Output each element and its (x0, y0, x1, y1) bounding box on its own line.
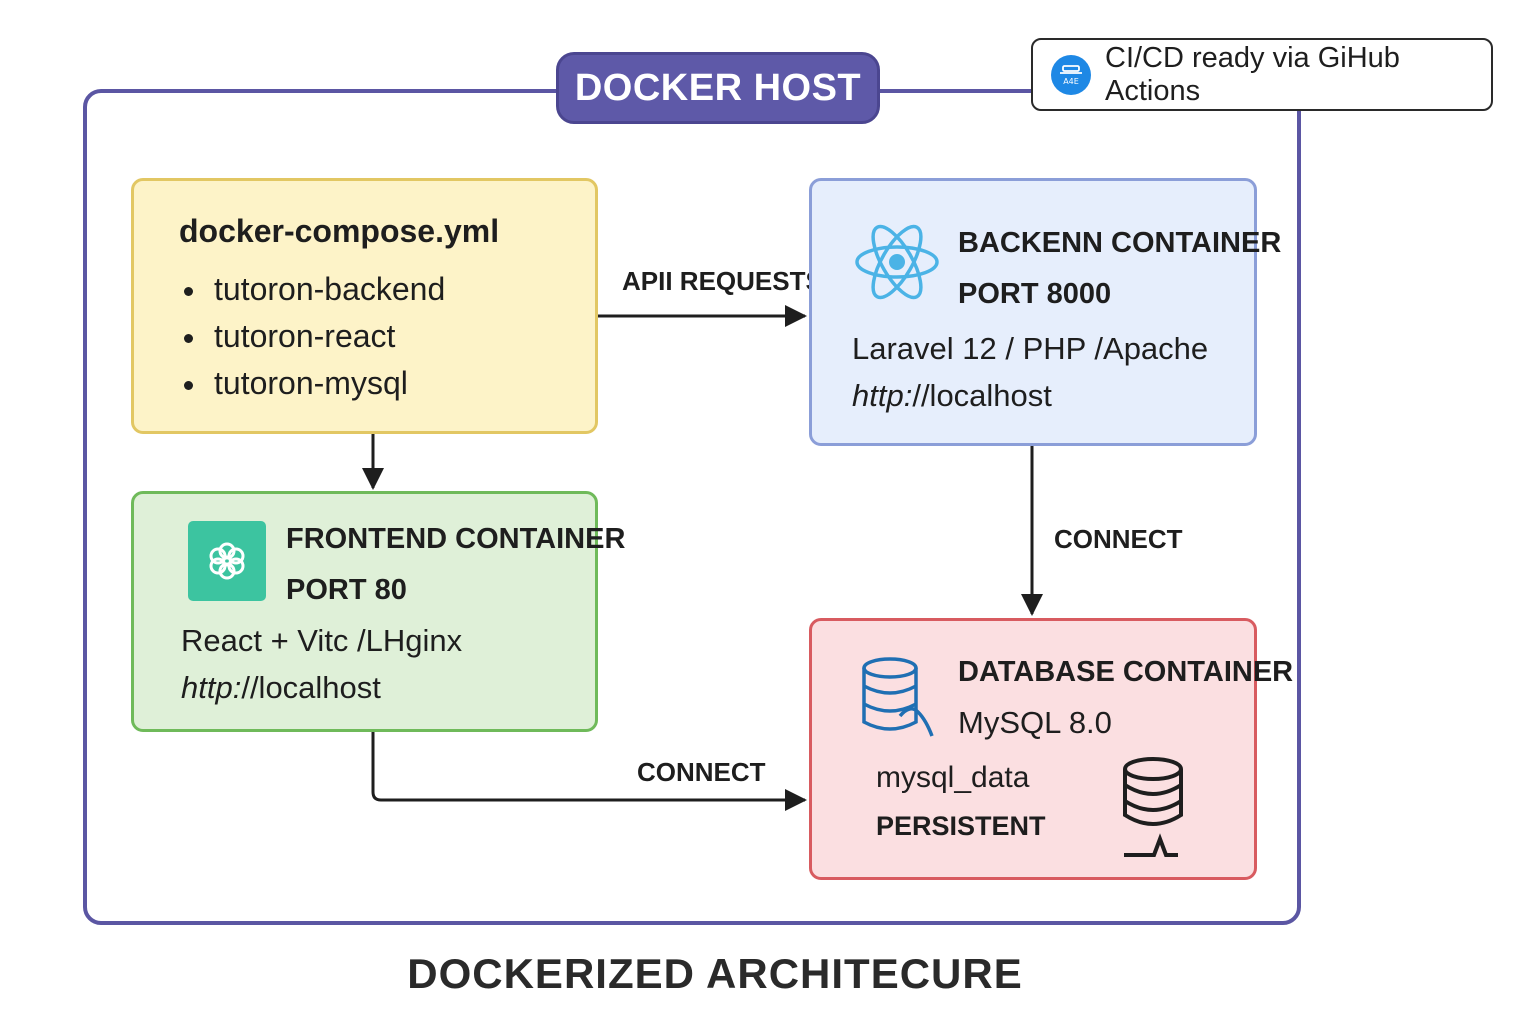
flower-icon (188, 521, 266, 601)
edge-label-connect-frontend-db: CONNECT (637, 757, 766, 787)
backend-port: PORT 8000 (958, 278, 1112, 310)
docker-host-title: DOCKER HOST (556, 52, 880, 124)
database-container-box: DATABASE CONTAINER MySQL 8.0 mysql_data … (809, 618, 1293, 880)
url-scheme: http: (181, 670, 242, 705)
storage-icon (1118, 755, 1188, 870)
frontend-port: PORT 80 (286, 574, 407, 606)
database-title: DATABASE CONTAINER (958, 656, 1294, 688)
url-rest: //localhost (912, 378, 1052, 413)
react-atom-icon (852, 217, 942, 312)
database-volume: mysql_data (876, 761, 1030, 794)
edge-label-api-requests: APII REQUESTS (622, 266, 823, 296)
cicd-badge: A4E CI/CD ready via GiHub Actions (1031, 38, 1493, 111)
backend-title: BACKENN CONTAINER (958, 227, 1282, 259)
frontend-stack: React + Vitc /LHginx (181, 623, 463, 658)
backend-url: http://localhost (852, 378, 1052, 414)
arrow-frontend-to-database (371, 732, 807, 811)
svg-text:A4E: A4E (1063, 77, 1079, 86)
database-icon (860, 656, 938, 745)
compose-service-item: tutoron-backend (214, 271, 446, 307)
diagram-footer-title: DOCKERIZED ARCHITECURE (407, 950, 1023, 997)
database-persistence: PERSISTENT (876, 811, 1046, 841)
url-scheme: http: (852, 378, 913, 413)
compose-service-item: tutoron-react (214, 318, 396, 354)
frontend-container-box: FRONTEND CONTAINER PORT 80 React + Vitc … (131, 491, 625, 732)
backend-stack: Laravel 12 / PHP /Apache (852, 331, 1209, 366)
url-rest: //localhost (241, 670, 381, 705)
docker-compose-box: docker-compose.yml tutoron-backend tutor… (131, 178, 598, 434)
frontend-title: FRONTEND CONTAINER (286, 523, 626, 555)
bullet-dot (184, 334, 193, 343)
database-version: MySQL 8.0 (958, 705, 1112, 740)
bullet-dot (184, 287, 193, 296)
edge-label-connect-backend-db: CONNECT (1054, 524, 1183, 554)
compose-service-item: tutoron-mysql (214, 365, 408, 401)
backend-container-box: BACKENN CONTAINER PORT 8000 Laravel 12 /… (809, 178, 1281, 446)
github-actions-icon: A4E (1051, 54, 1091, 95)
compose-title: docker-compose.yml (179, 213, 500, 249)
bullet-dot (184, 381, 193, 390)
cicd-text: CI/CD ready via GiHub Actions (1105, 41, 1400, 107)
frontend-url: http://localhost (181, 670, 381, 706)
